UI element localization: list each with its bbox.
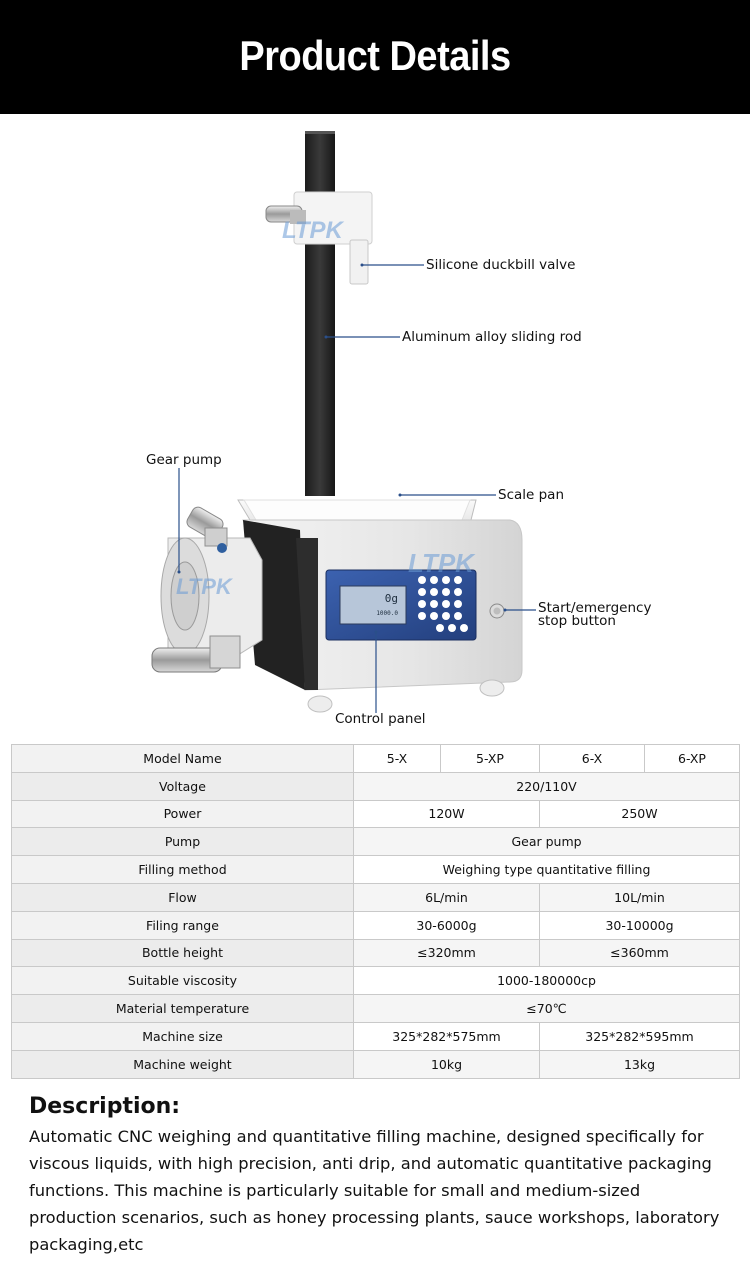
duckbill-valve-assembly: [265, 191, 373, 285]
row-value: 325*282*595mm: [539, 1021, 740, 1051]
watermark-logo: LTPK: [282, 217, 345, 244]
filling-machine-drawing: 0g 1000.0 LTPK: [151, 131, 536, 713]
callout-control-panel: Control panel: [335, 711, 426, 727]
row-label: Voltage: [11, 771, 354, 801]
callout-lines: [178, 264, 536, 713]
description-body: Automatic CNC weighing and quantitative …: [29, 1127, 720, 1254]
row-label: Model Name: [11, 744, 354, 773]
table-row: Filling method Weighing type quantitativ…: [11, 855, 740, 884]
row-label: Filling method: [11, 855, 354, 884]
display-target: 1000.0: [376, 610, 398, 617]
model-cell: 5-X: [353, 744, 441, 773]
table-row: Power 120W 250W: [11, 799, 740, 829]
display-weight: 0g: [385, 592, 398, 605]
row-value: 13kg: [539, 1049, 740, 1079]
row-label: Machine weight: [11, 1049, 354, 1079]
row-label: Flow: [11, 882, 354, 912]
row-value: 325*282*575mm: [353, 1021, 540, 1051]
callout-scale-pan: Scale pan: [498, 487, 565, 503]
table-row: Model Name 5-X 5-XP 6-X 6-XP: [11, 744, 740, 773]
table-row: Voltage 220/110V: [11, 771, 740, 801]
description-section: Description: Automatic CNC weighing and …: [29, 1094, 729, 1258]
callout-start-stop-line1: Start/emergency: [538, 600, 652, 616]
page-header: Product Details: [0, 0, 750, 114]
table-row: Bottle height ≤320mm ≤360mm: [11, 938, 740, 968]
row-value: ≤320mm: [353, 938, 540, 968]
description-heading: Description:: [29, 1094, 181, 1119]
table-row: Machine size 325*282*575mm 325*282*595mm: [11, 1021, 740, 1051]
table-row: Filing range 30-6000g 30-10000g: [11, 910, 740, 940]
table-row: Pump Gear pump: [11, 827, 740, 857]
row-value: 10L/min: [539, 882, 740, 912]
callout-sliding-rod: Aluminum alloy sliding rod: [402, 329, 582, 345]
row-label: Filing range: [11, 910, 354, 940]
row-value: 120W: [353, 799, 540, 829]
start-stop-button: [489, 603, 505, 619]
product-illustration: 0g 1000.0 LTPK: [0, 114, 750, 740]
table-row: Material temperature ≤70℃: [11, 994, 740, 1023]
table-row: Machine weight 10kg 13kg: [11, 1049, 740, 1079]
row-label: Bottle height: [11, 938, 354, 968]
row-value: Weighing type quantitative filling: [353, 855, 740, 884]
table-row: Suitable viscosity 1000-180000cp: [11, 966, 740, 996]
row-value: 6L/min: [353, 882, 540, 912]
row-label: Machine size: [11, 1021, 354, 1051]
aluminum-sliding-rod: [305, 131, 335, 496]
page-title: Product Details: [239, 33, 511, 80]
table-row: Flow 6L/min 10L/min: [11, 882, 740, 912]
row-label: Power: [11, 799, 354, 829]
model-cell: 6-XP: [644, 744, 740, 773]
spec-table: Model Name 5-X 5-XP 6-X 6-XP Voltage 220…: [11, 744, 740, 1079]
model-cell: 6-X: [539, 744, 645, 773]
model-cell: 5-XP: [440, 744, 540, 773]
row-label: Pump: [11, 827, 354, 857]
row-value: ≤70℃: [353, 994, 740, 1023]
row-value: 30-10000g: [539, 910, 740, 940]
keypad: [418, 576, 468, 632]
gear-pump: [151, 506, 263, 673]
row-value: Gear pump: [353, 827, 740, 857]
watermark-logo: LTPK: [408, 548, 476, 578]
callout-gear-pump: Gear pump: [146, 452, 222, 468]
callout-start-stop-line2: stop button: [538, 613, 616, 629]
control-panel: 0g 1000.0: [325, 569, 477, 641]
row-value: ≤360mm: [539, 938, 740, 968]
row-label: Suitable viscosity: [11, 966, 354, 996]
row-value: 10kg: [353, 1049, 540, 1079]
row-value: 1000-180000cp: [353, 966, 740, 996]
callout-duckbill-valve: Silicone duckbill valve: [426, 257, 576, 273]
row-value: 30-6000g: [353, 910, 540, 940]
row-value: 220/110V: [353, 771, 740, 801]
row-value: 250W: [539, 799, 740, 829]
row-label: Material temperature: [11, 994, 354, 1023]
watermark-logo: LTPK: [176, 574, 234, 599]
